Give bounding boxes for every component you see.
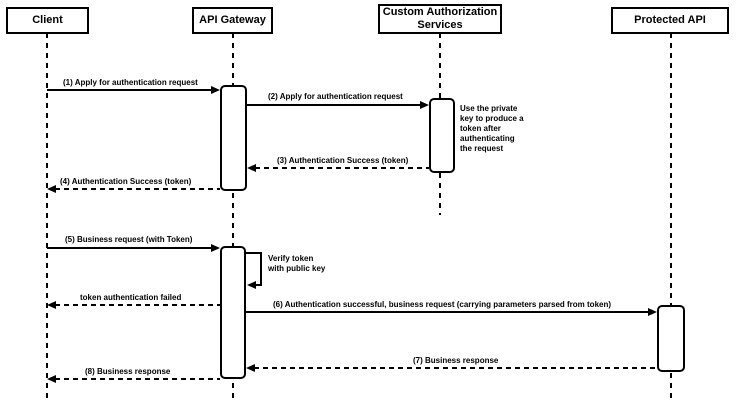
lifeline-client [46,33,48,401]
arrowhead-left-icon [47,375,56,383]
lifeline-api-gateway [232,33,234,401]
note-line: Use the private [460,104,518,113]
actor-label: Custom Authorization Services [382,6,498,31]
message-label: (5) Business request (with Token) [65,235,193,244]
note-line: key to produce a [460,114,524,123]
arrowhead-left-icon [47,185,56,193]
activation-protected-api [657,305,685,372]
actor-protected-api: Protected API [611,7,729,34]
arrowhead-left-icon [247,164,256,172]
message-line [247,104,424,106]
message-line [47,89,215,91]
message-line [255,167,429,169]
message-label: (1) Apply for authentication request [63,78,198,87]
actor-custom-auth-services: Custom Authorization Services [378,4,502,34]
activation-api-gateway-2 [220,246,246,379]
actor-api-gateway: API Gateway [192,7,273,34]
arrowhead-right-icon [420,101,429,109]
actor-label: Client [32,14,63,26]
message-line [47,247,215,249]
message-label: (7) Business response [413,356,499,365]
message-line [55,378,220,380]
note-line: token after [460,124,501,133]
arrowhead-left-icon [47,301,56,309]
arrowhead-right-icon [211,244,220,252]
note-line: authenticating [460,134,515,143]
note-private-key: Use the private key to produce a token a… [460,104,524,154]
message-label: (2) Apply for authentication request [268,92,403,101]
arrowhead-left-icon [246,364,255,372]
arrowhead-left-icon [247,281,256,289]
self-message-line [260,252,262,286]
self-message-line [246,252,262,254]
self-message-label: Verify token with public key [268,254,326,273]
activation-api-gateway-1 [220,85,247,191]
arrowhead-right-icon [648,308,657,316]
actor-client: Client [6,7,89,34]
message-line [246,311,652,313]
message-line [55,304,220,306]
message-label: (4) Authentication Success (token) [60,177,192,186]
message-line [55,188,220,190]
arrowhead-right-icon [211,86,220,94]
message-line [254,367,657,369]
message-label: (3) Authentication Success (token) [277,156,409,165]
actor-label: Protected API [634,14,706,26]
activation-custom-auth [429,98,455,173]
message-label: (6) Authentication successful, business … [273,300,612,309]
lifeline-protected-api [670,33,672,401]
note-line: the request [460,144,504,153]
message-label: (8) Business response [85,367,171,376]
self-message-line [255,284,262,286]
message-label: token authentication failed [80,293,182,302]
actor-label: API Gateway [199,14,266,26]
